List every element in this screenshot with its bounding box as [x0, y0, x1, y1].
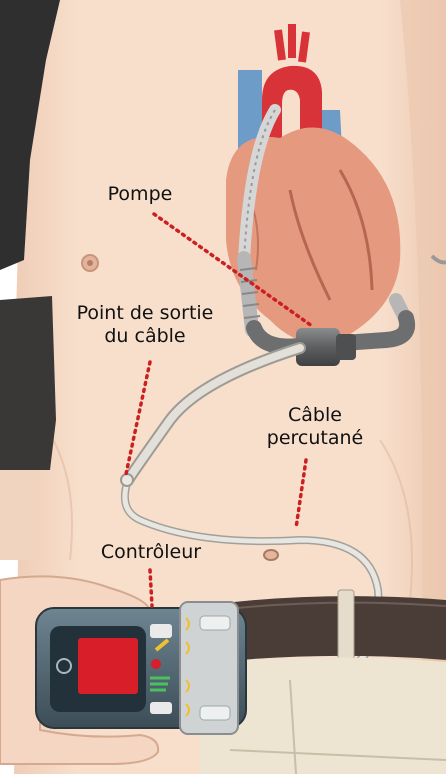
label-controller: Contrôleur: [86, 541, 216, 564]
label-pump: Pompe: [96, 183, 184, 206]
label-percutaneous-cable: Câble percutané: [250, 404, 380, 450]
controller-device: [36, 602, 246, 734]
label-exit-site: Point de sortie du câble: [60, 302, 230, 348]
